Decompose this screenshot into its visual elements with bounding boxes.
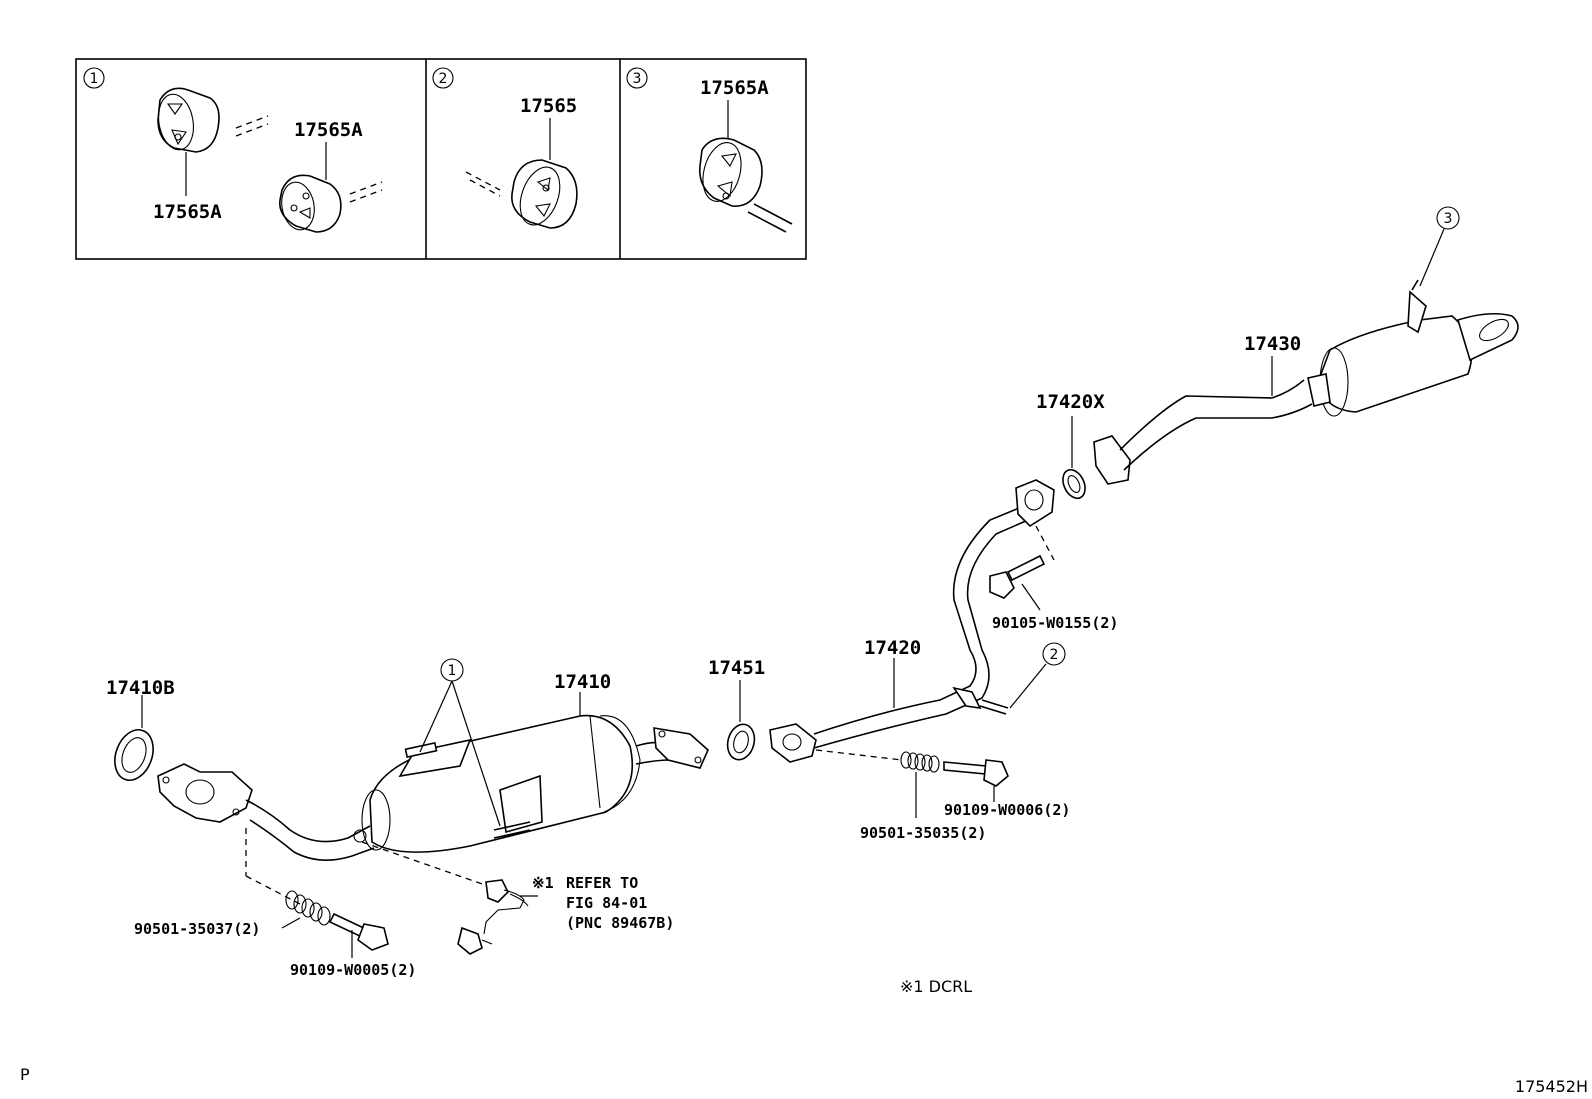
- label-17430: 17430: [1244, 333, 1301, 355]
- spring-90501-35037: [285, 890, 331, 926]
- center-pipe-17420: [769, 479, 1055, 763]
- inset-box: 1 17565A 175: [75, 58, 807, 260]
- tailpipe-muffler-17430: [1093, 279, 1519, 485]
- inset-panel-3: 3 17565A: [626, 67, 793, 233]
- rubber-mount-icon: [698, 137, 763, 207]
- label-17410: 17410: [554, 671, 611, 693]
- legend-dcrl: ※1 DCRL: [900, 977, 972, 996]
- footer-code: P: [20, 1065, 30, 1084]
- inset-panel-2: 2 17565: [432, 67, 578, 229]
- callout-2: 2: [1050, 647, 1059, 663]
- label-17565A-b: 17565A: [294, 119, 363, 141]
- refer-mark: ※1: [532, 874, 554, 892]
- label-17565A-a: 17565A: [153, 201, 222, 223]
- gasket-17420X: [1062, 468, 1086, 500]
- refer-line-1: REFER TO: [566, 874, 638, 892]
- refer-line-2: FIG 84-01: [566, 894, 647, 912]
- label-17420X: 17420X: [1036, 391, 1105, 413]
- rubber-mount-icon: [511, 159, 578, 229]
- spring-90501-35035: [900, 751, 940, 773]
- rubber-mount-icon: [157, 87, 220, 153]
- bolt-90105-W0155: [989, 554, 1046, 599]
- gasket-17410B: [114, 695, 154, 781]
- inset-panel-1: 1 17565A 175: [83, 67, 383, 233]
- callout-2-circle: [1042, 642, 1066, 666]
- inset-callout-3: 3: [633, 71, 642, 87]
- callout-3-circle: [1436, 206, 1460, 230]
- label-90501-35037: 90501-35037(2): [134, 920, 260, 938]
- label-90501-35035: 90501-35035(2): [860, 824, 986, 842]
- label-90109-W0006: 90109-W0006(2): [944, 801, 1070, 819]
- inset-callout-1: 1: [90, 71, 99, 87]
- callout-3: 3: [1444, 211, 1453, 227]
- bolt-90109-W0006: [943, 759, 1009, 787]
- bolt-90109-W0005: [328, 912, 389, 951]
- label-90105-W0155: 90105-W0155(2): [992, 614, 1118, 632]
- callout-1: 1: [448, 663, 457, 679]
- inset-callout-2: 2: [439, 71, 448, 87]
- label-90109-W0005: 90109-W0005(2): [290, 961, 416, 979]
- gasket-17451: [726, 723, 756, 761]
- label-17565A-c: 17565A: [700, 77, 769, 99]
- figure-id: 175452H: [1515, 1077, 1588, 1096]
- label-17565: 17565: [520, 95, 577, 117]
- front-pipe-converter-17410: [157, 692, 709, 861]
- label-17410B: 17410B: [106, 677, 175, 699]
- rubber-mount-icon: [279, 174, 342, 233]
- refer-line-3: (PNC 89467B): [566, 914, 674, 932]
- sensor-DCRL: [457, 879, 529, 955]
- label-17420: 17420: [864, 637, 921, 659]
- label-17451: 17451: [708, 657, 765, 679]
